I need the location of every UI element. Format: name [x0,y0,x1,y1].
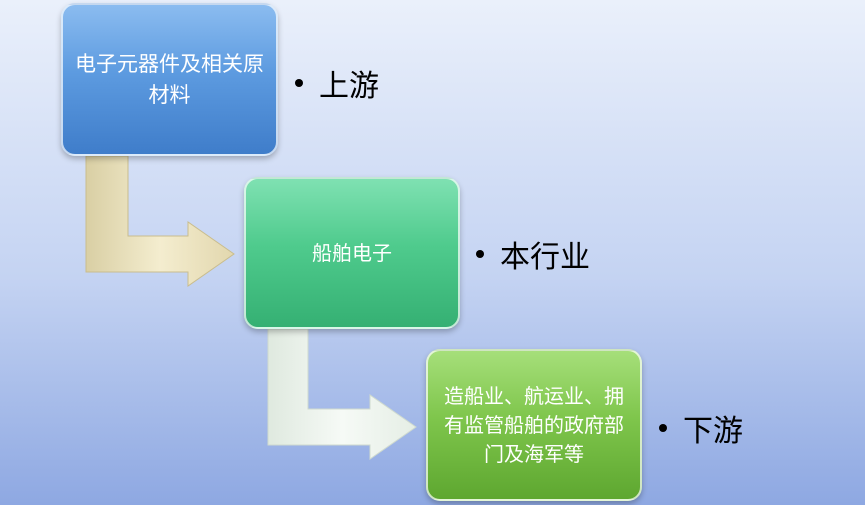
downstream-box-text: 造船业、航运业、拥有监管船舶的政府部门及海军等 [444,383,624,466]
arrow-industry-to-downstream [267,328,417,460]
industry-label-text: 本行业 [500,240,590,275]
downstream-label: 下游 [659,406,743,450]
industry-label: 本行业 [476,232,590,276]
bullet-icon [476,250,484,258]
upstream-label: 上游 [295,61,379,105]
upstream-label-text: 上游 [319,69,379,104]
arrow-upstream-to-industry [85,155,235,287]
industry-box-text: 船舶电子 [312,240,392,265]
downstream-box: 造船业、航运业、拥有监管船舶的政府部门及海军等 [426,349,642,501]
upstream-box: 电子元器件及相关原材料 [61,3,278,156]
downstream-label-text: 下游 [683,414,743,449]
bullet-icon [659,424,667,432]
industry-box: 船舶电子 [244,177,460,329]
bullet-icon [295,79,303,87]
upstream-box-text: 电子元器件及相关原材料 [75,52,264,107]
